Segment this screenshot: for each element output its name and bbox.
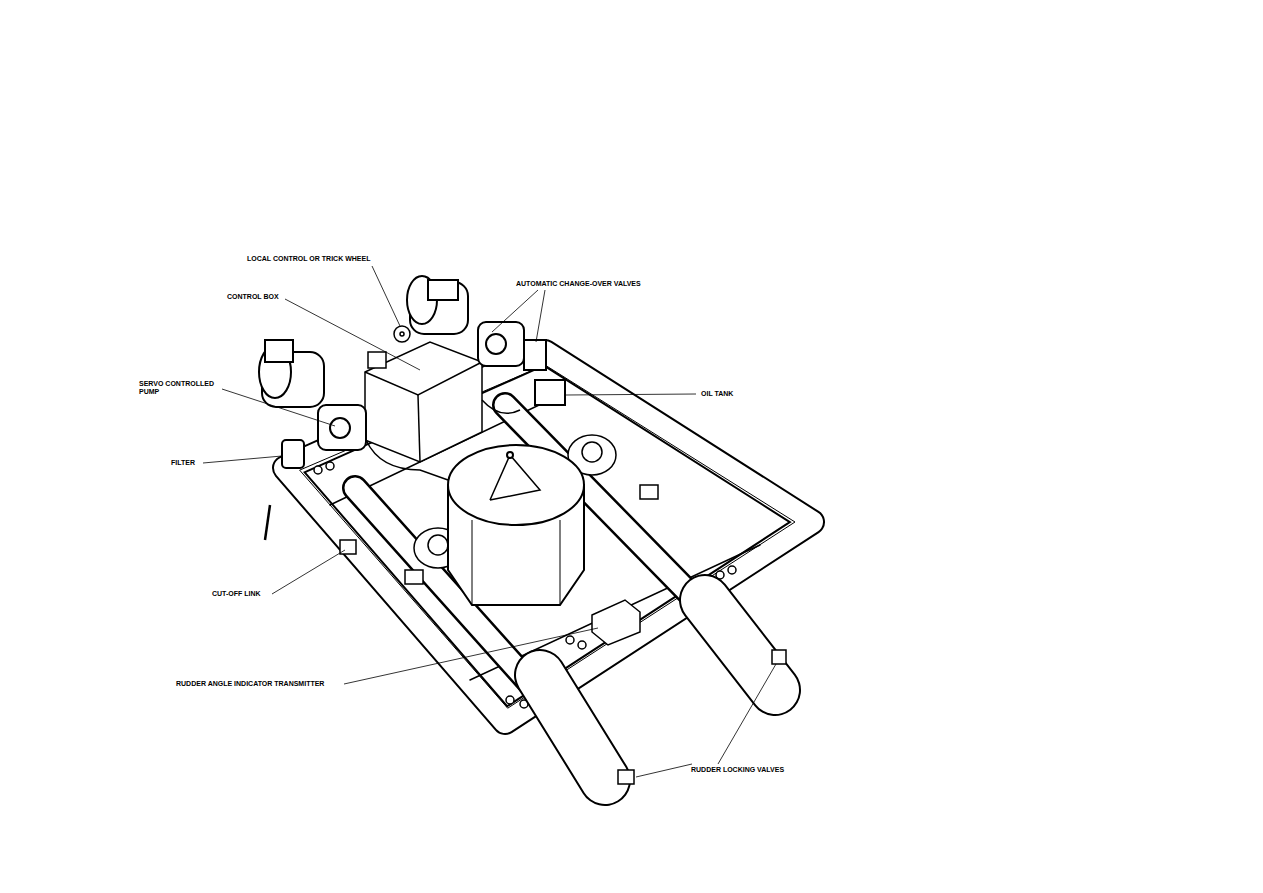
valve-body <box>618 770 634 784</box>
pump-flange <box>486 334 506 354</box>
cylinder <box>540 675 605 780</box>
part-label: RUDDER LOCKING VALVES <box>690 766 785 774</box>
bolt-hole <box>728 566 736 574</box>
bolt-hole <box>566 636 574 644</box>
bolt-hole <box>314 466 322 474</box>
control-box <box>365 342 482 462</box>
leader-line <box>272 550 345 594</box>
part-label: AUTOMATIC CHANGE-OVER VALVES <box>515 280 642 288</box>
part-label: OIL TANK <box>700 390 734 398</box>
rudder-locking-valve-bodies <box>618 650 786 784</box>
lever <box>265 505 270 540</box>
part-label: CUT-OFF LINK <box>211 590 262 598</box>
part-label: RUDDER ANGLE INDICATOR TRANSMITTER <box>175 680 325 688</box>
motor-terminal <box>428 280 458 300</box>
top-linkage <box>490 455 540 500</box>
cylinder-fill <box>705 600 775 690</box>
part-label: FILTER <box>170 459 196 467</box>
oil-tank <box>535 380 565 405</box>
pipework <box>265 400 520 540</box>
bolt-hole <box>578 641 586 649</box>
leader-line <box>372 266 400 326</box>
leader-line <box>636 764 692 777</box>
leader-line <box>718 664 776 764</box>
part-label: CONTROL BOX <box>226 293 280 301</box>
servo-pump <box>478 322 524 366</box>
part-label: SERVO CONTROLLED PUMP <box>138 380 222 396</box>
cylinder <box>705 600 775 690</box>
crosshead-pin <box>582 442 602 462</box>
trick-wheel <box>394 326 410 342</box>
motor-terminal <box>265 340 293 362</box>
leader-line <box>222 389 335 426</box>
servo-pump <box>318 405 366 450</box>
filter-body <box>282 440 304 468</box>
leader-line <box>492 290 538 332</box>
pivot <box>507 452 513 458</box>
leader-line <box>536 290 545 342</box>
hand-wheel <box>394 326 410 342</box>
leader-line <box>344 628 598 684</box>
pipe <box>482 400 520 413</box>
housing-top <box>448 445 584 525</box>
leader-line <box>203 456 282 463</box>
left-motor-pump <box>259 340 366 468</box>
angle-transmitter <box>592 600 640 645</box>
hand-wheel-hub <box>400 332 404 336</box>
cylinder-fill <box>540 675 605 780</box>
change-over-valve <box>524 340 546 370</box>
pump-flange <box>330 418 350 438</box>
valve-body <box>772 650 786 664</box>
control-box-edge <box>418 395 420 462</box>
bolt-hole <box>326 462 334 470</box>
bolt-hole <box>506 696 514 704</box>
leader-line <box>285 299 420 370</box>
leader-line <box>566 394 696 395</box>
facet-edge <box>472 520 473 605</box>
terminal-box <box>368 352 386 368</box>
crosshead-pin <box>428 535 448 555</box>
guide-block <box>640 485 658 499</box>
leader-lines <box>203 266 776 777</box>
facet-edge <box>560 520 561 605</box>
guide-block <box>405 570 423 584</box>
right-motor-pump <box>407 276 565 405</box>
rudder-stock-housing <box>448 445 584 605</box>
pipe <box>366 440 448 480</box>
part-label: LOCAL CONTROL OR TRICK WHEEL <box>246 255 371 263</box>
transmitter-box <box>592 600 640 645</box>
control-box-body <box>365 342 482 462</box>
